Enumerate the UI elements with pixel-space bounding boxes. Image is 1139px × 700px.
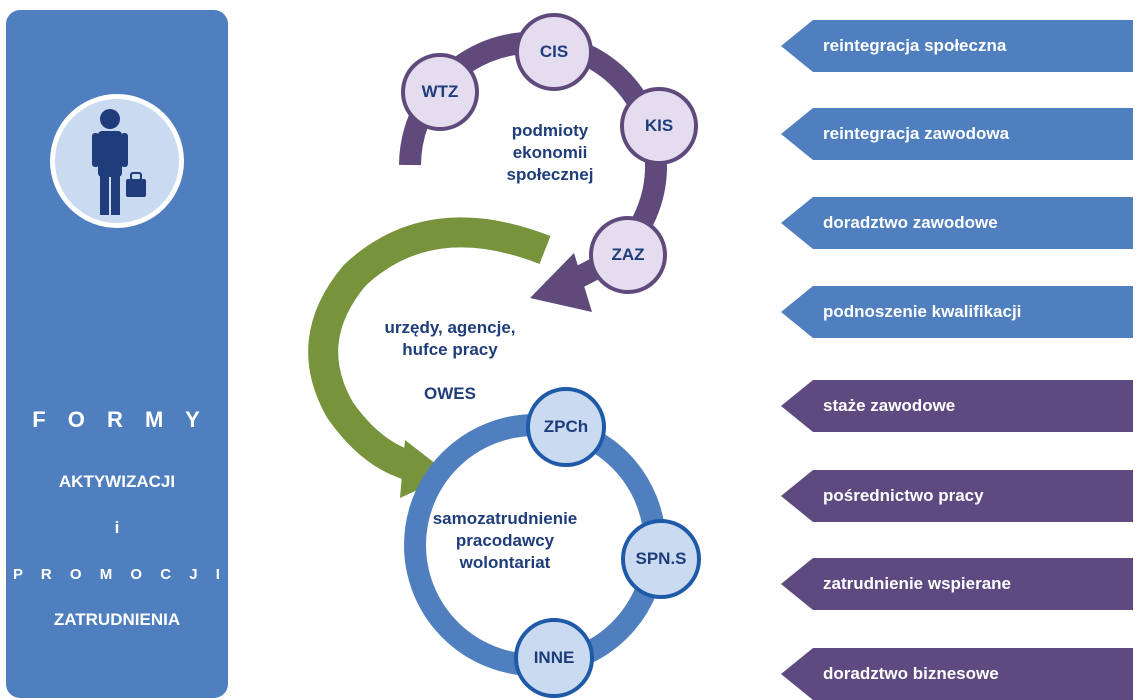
owes-label: OWES <box>424 384 476 403</box>
tag-doradztwo-zawodowe: doradztwo zawodowe <box>781 197 1133 249</box>
businessman-with-briefcase-icon <box>92 109 146 215</box>
node-zpch <box>526 387 606 467</box>
tag-reintegracja-spoleczna: reintegracja społeczna <box>781 20 1133 72</box>
sidebar-line-zatrudnienia: ZATRUDNIENIA <box>53 610 181 629</box>
node-kis <box>620 87 698 165</box>
bottom-cycle-label: samozatrudnienie pracodawcy wolontariat <box>432 509 578 572</box>
node-spns <box>621 519 701 599</box>
green-arc <box>308 217 551 483</box>
tag-staze-zawodowe: staże zawodowe <box>781 380 1133 432</box>
tag-doradztwo-biznesowe: doradztwo biznesowe <box>781 648 1133 700</box>
node-label-zaz: ZAZ <box>611 245 645 264</box>
avatar <box>50 94 184 228</box>
node-label-wtz: WTZ <box>421 82 459 101</box>
tag-podnoszenie-kwalifikacji: podnoszenie kwalifikacji <box>781 286 1133 338</box>
node-wtz <box>401 53 479 131</box>
top-cycle-label: podmioty ekonomii społecznej <box>506 121 594 184</box>
node-label-zpch: ZPCh <box>543 417 589 436</box>
node-label-kis: KIS <box>644 116 674 135</box>
tag-zatrudnienie-wspierane: zatrudnienie wspierane <box>781 558 1133 610</box>
node-label-cis: CIS <box>539 42 569 61</box>
middle-label: urzędy, agencje, hufce pracy <box>384 318 516 359</box>
sidebar-line-i: i <box>114 518 120 537</box>
node-inne <box>514 618 594 698</box>
sidebar-panel: F O R M Y AKTYWIZACJI i P R O M O C J I … <box>6 10 228 698</box>
green-arc-arrowhead <box>400 440 450 498</box>
node-label-inne: INNE <box>533 648 575 667</box>
tag-posrednictwo-pracy: pośrednictwo pracy <box>781 470 1133 522</box>
sidebar-line-aktywizacji: AKTYWIZACJI <box>58 472 176 491</box>
node-zaz <box>589 216 667 294</box>
tag-reintegracja-zawodowa: reintegracja zawodowa <box>781 108 1133 160</box>
sidebar-line-promocji: P R O M O C J I <box>13 566 227 583</box>
top-cycle-arrowhead <box>530 253 592 312</box>
node-cis <box>515 13 593 91</box>
node-label-spns: SPN.S <box>635 549 687 568</box>
sidebar-title: F O R M Y <box>32 407 208 432</box>
cycle-diagram <box>308 13 701 698</box>
